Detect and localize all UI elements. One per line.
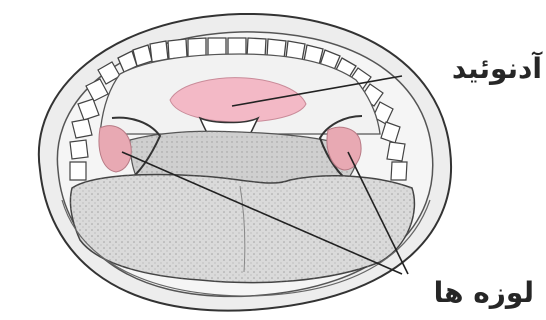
tonsils-label: لوزه ها [434, 276, 534, 309]
adenoid-label: آدنوئید [452, 52, 542, 85]
